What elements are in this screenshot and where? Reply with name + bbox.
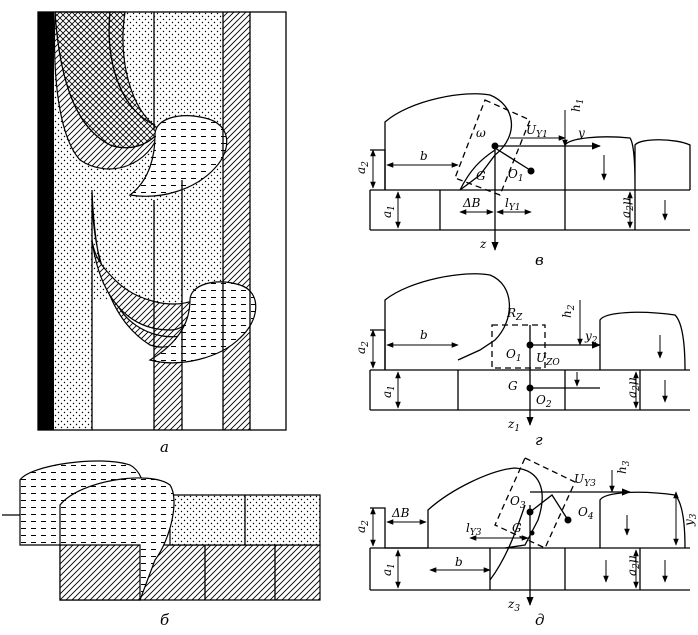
panel-g	[369, 273, 690, 426]
panel-a-hatched-strip	[223, 12, 250, 430]
panel-v-root-curve	[459, 149, 496, 191]
panel-g-label-rz: RZ	[506, 306, 523, 323]
panel-d-label-z3: z3	[507, 597, 520, 614]
panel-g-label-y2: y2	[584, 329, 598, 346]
panel-v-label-y: y	[577, 126, 585, 140]
panel-d-label-o4: O4	[578, 505, 594, 522]
panel-g-label-o2: O2	[536, 393, 552, 410]
panel-a-boundary	[91, 12, 251, 430]
panel-v-centroid-line	[494, 147, 531, 171]
panel-v-label-h1: h1	[569, 99, 586, 112]
panel-v-bead-outline	[384, 93, 512, 191]
panel-v-label-ly1: lY1	[505, 196, 521, 213]
panel-a-dashed-pool-lower	[148, 281, 257, 364]
panel-d	[369, 457, 690, 606]
panel-d-label-a2mu: a2μ	[625, 555, 642, 576]
panel-v-base-plate	[369, 189, 690, 231]
panel-v-label-a2mu: a2μ	[619, 197, 636, 218]
panel-g-bead-outline	[384, 273, 511, 370]
panel-d-centroid-line	[529, 494, 569, 521]
panel-g-step	[370, 329, 386, 370]
caption-b: б	[160, 611, 170, 629]
panel-d-label-G: G	[512, 521, 522, 535]
panel-a-boundary-curve	[108, 11, 156, 126]
panel-g-label-uzo: UZO	[536, 351, 560, 368]
panel-b-bead-front-hatch	[59, 544, 141, 601]
panel-a-frame	[37, 11, 287, 431]
panel-d-label-o3: O3	[510, 494, 526, 511]
panel-v-label-u-y1: UY1	[526, 123, 548, 140]
panel-v-label-O1: O1	[508, 167, 524, 184]
panel-d-bead-outline	[427, 467, 543, 549]
panel-v-label-a2: a2	[354, 161, 371, 174]
panel-v	[369, 93, 691, 251]
panel-v-base-dividers	[439, 190, 636, 230]
panel-v-label-omega: ω	[476, 126, 486, 140]
panel-g-label-a2: a2	[354, 341, 371, 354]
panel-g-label-a2mu: a2μ	[625, 377, 642, 398]
panel-g-label-a1: a1	[380, 385, 397, 398]
panel-a	[37, 11, 287, 431]
panel-g-base-dividers	[457, 370, 641, 410]
panel-d-label-ly3: lY3	[466, 521, 482, 538]
panel-g-dashed-box	[491, 324, 546, 369]
panel-d-right-blocks	[599, 491, 686, 549]
caption-g: г	[535, 431, 543, 449]
caption-a: а	[160, 438, 169, 456]
panel-v-step	[370, 149, 386, 190]
panel-d-step	[370, 507, 428, 549]
panel-a-white-strip	[250, 12, 286, 430]
panel-d-label-uy3: UY3	[574, 472, 596, 489]
panel-g-label-h2: h2	[560, 304, 577, 318]
panel-g-label-G: G	[508, 379, 518, 393]
panel-v-point-o1	[527, 167, 535, 175]
caption-v: в	[535, 251, 544, 269]
panel-g-right-blocks	[599, 311, 686, 371]
panel-d-point-g	[529, 530, 535, 536]
panel-b	[2, 460, 321, 601]
panel-d-root-curve	[489, 504, 526, 581]
panel-v-label-deltab: ΔB	[462, 196, 481, 210]
panel-v-label-z: z	[479, 237, 487, 251]
panel-g-label-o1: O1	[506, 347, 522, 364]
panel-a-black-wall	[38, 12, 54, 430]
panel-d-label-a1: a1	[380, 563, 397, 576]
panel-a-dashed-pool	[128, 115, 228, 197]
panel-d-label-b: b	[455, 555, 463, 569]
panel-v-label-b: b	[420, 149, 428, 163]
panel-v-label-G: G	[476, 169, 486, 183]
panel-d-label-h3: h3	[615, 460, 632, 474]
panel-g-label-z1: z1	[507, 417, 520, 434]
panel-b-base-blocks	[139, 544, 321, 601]
panel-g-label-b: b	[420, 328, 428, 342]
panel-v-dashed-region	[454, 99, 531, 196]
panel-v-label-a1: a1	[380, 205, 397, 218]
panel-d-base-dividers	[489, 548, 641, 590]
caption-d: д	[535, 611, 545, 629]
panel-b-block-dividers	[204, 545, 276, 600]
panel-v-right-blocks	[564, 136, 691, 191]
panel-d-label-a2: a2	[354, 520, 371, 533]
panel-d-label-y3: y3	[682, 513, 698, 527]
panel-d-dashed-region	[494, 457, 576, 549]
panel-d-label-deltab: ΔB	[391, 506, 410, 520]
